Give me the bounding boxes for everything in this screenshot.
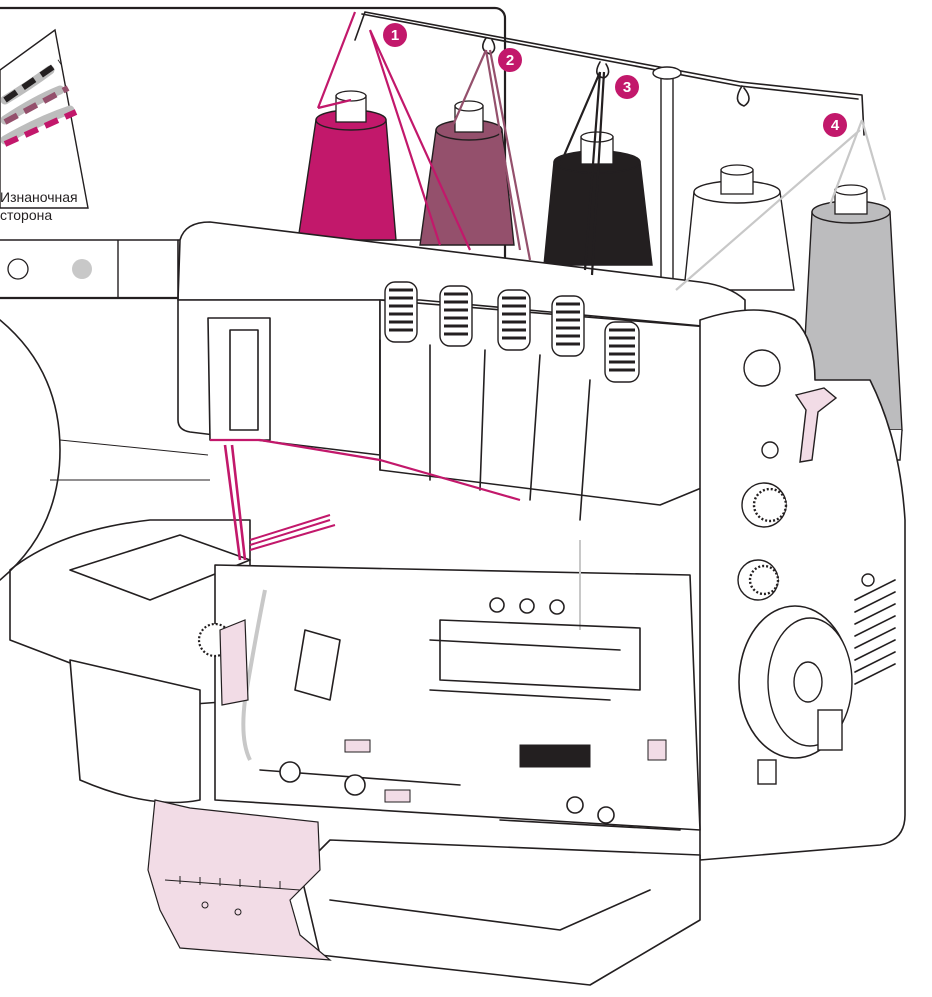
callout-number-1: 1: [391, 27, 399, 44]
tension-dial-icon: [605, 322, 639, 382]
inset-label-line2: сторона: [0, 207, 52, 223]
callout-2: 2: [498, 48, 522, 72]
empty-circle-icon: [8, 259, 28, 279]
tension-dial-icon: [385, 282, 417, 342]
tension-dial-icon: [552, 296, 584, 356]
callout-number-3: 3: [623, 79, 631, 96]
spool-3-icon: [544, 132, 652, 265]
tension-dial-icon: [498, 290, 530, 350]
filled-circle-icon: [72, 259, 92, 279]
inset-label-line1: Изнаночная: [0, 189, 78, 205]
zoom-leader-lines: [50, 440, 210, 480]
callout-number-2: 2: [506, 52, 514, 69]
callout-1: 1: [383, 23, 407, 47]
looper-cover-icon: [148, 800, 330, 960]
callout-3: 3: [615, 75, 639, 99]
zoom-circle-outline: [0, 320, 60, 580]
callout-4: 4: [823, 113, 847, 137]
spool-4-icon: [684, 165, 794, 290]
tension-dial-icon: [440, 286, 472, 346]
callout-number-4: 4: [831, 117, 840, 134]
